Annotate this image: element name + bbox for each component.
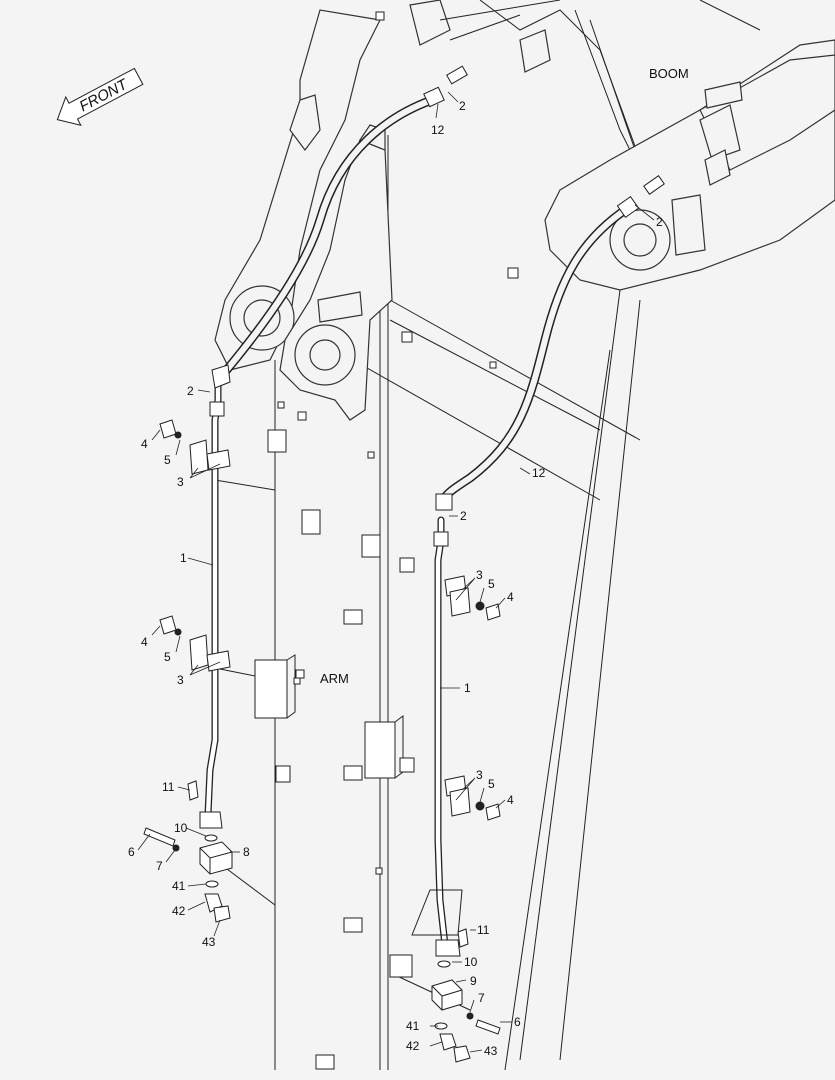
callout-43-left: 43 [202,935,216,949]
fittings-right [431,928,501,1063]
callout-42-left: 42 [172,904,186,918]
clamp-set-left-upper [159,419,231,475]
callout-6-left: 6 [128,845,135,859]
callout-6-right: 6 [514,1015,521,1029]
callout-1-left: 1 [180,551,187,565]
callout-10-left: 10 [174,821,188,835]
callout-3-left-lower: 3 [177,673,184,687]
pipe-1-left [199,364,231,829]
hose-12-boom [435,175,665,511]
callout-4-right-lower: 4 [507,793,514,807]
arm-brackets [254,11,519,1070]
callout-3-right-lower: 3 [476,768,483,782]
callout-7-right: 7 [478,991,485,1005]
boom-label: BOOM [649,66,689,81]
arm-label: ARM [320,671,349,686]
callout-4-left-upper: 4 [141,437,148,451]
callout-3-left-upper: 3 [177,475,184,489]
callout-12-top: 12 [431,123,445,137]
callout-5-left-upper: 5 [164,453,171,467]
callout-41-left: 41 [172,879,186,893]
callout-4-left-lower: 4 [141,635,148,649]
callout-42-right: 42 [406,1039,420,1053]
callout-5-right-lower: 5 [488,777,495,791]
clamp-set-left-lower [159,615,231,672]
callout-7-left: 7 [156,859,163,873]
front-label: FRONT [77,75,132,115]
callout-41-right: 41 [406,1019,420,1033]
callout-10-right: 10 [464,955,478,969]
callout-2-boom: 2 [656,215,663,229]
fittings-left [143,780,233,923]
callout-9: 9 [470,974,477,988]
callout-43-right: 43 [484,1044,498,1058]
pipe-1-right [411,516,463,957]
callout-12-right: 12 [532,466,546,480]
front-direction-arrow: FRONT [56,67,144,127]
boom-structure [409,0,835,291]
callout-3-right-upper: 3 [476,568,483,582]
callout-8: 8 [243,845,250,859]
callout-1-right: 1 [464,681,471,695]
callout-2-left: 2 [187,384,194,398]
clamp-set-right-upper [444,575,501,621]
callout-5-right-upper: 5 [488,577,495,591]
callout-2-top: 2 [459,99,466,113]
callout-11-left: 11 [162,780,175,794]
hose-12-top [220,65,468,377]
leader-lines [137,91,655,1053]
callout-4-right-upper: 4 [507,590,514,604]
callout-11-right: 11 [477,923,490,937]
callout-2-right: 2 [460,509,467,523]
callout-5-left-lower: 5 [164,650,171,664]
callout-numbers: 2 12 2 2 4 5 3 1 4 5 3 11 10 6 8 7 41 42… [128,99,663,1058]
